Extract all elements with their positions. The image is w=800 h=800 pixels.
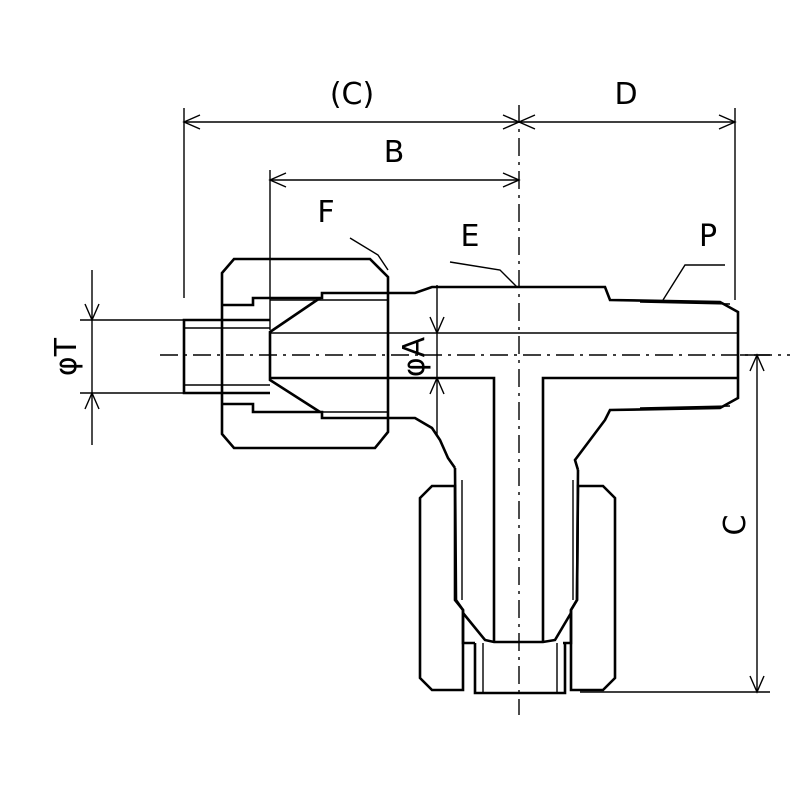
label-p: P [699,219,717,254]
dimension-lines [84,114,765,694]
tee-body [268,285,740,642]
label-f: F [317,195,334,230]
left-tube [182,318,270,395]
left-nut [220,257,390,450]
bottom-tube [473,643,567,695]
label-c: C [718,515,753,536]
label-d: D [614,77,637,112]
label-c-overall: (C) [330,77,374,112]
label-e: E [461,219,480,254]
label-b: B [384,135,405,170]
bottom-nut [418,467,617,692]
extension-lines [80,108,770,693]
label-phi-t: φT [49,337,84,376]
label-phi-a: φA [397,336,432,377]
